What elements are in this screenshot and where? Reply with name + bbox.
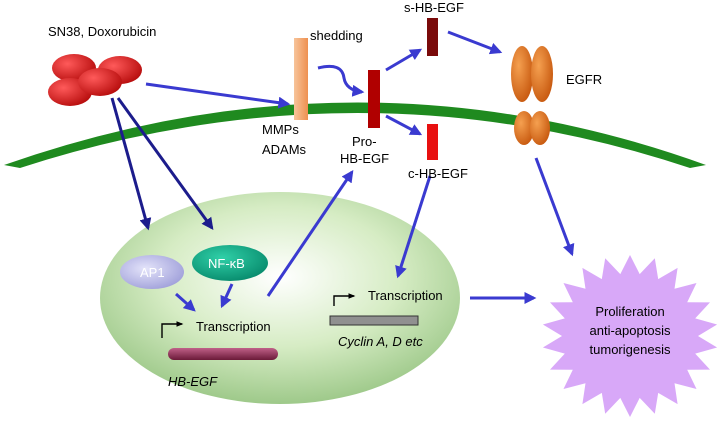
outcome-starburst [542,255,718,417]
s-hbegf-bar [427,18,438,56]
nfkb-label: NF-κB [208,256,245,271]
hbegf-gene-label: HB-EGF [168,374,218,389]
arrow-pro-to-s [385,48,423,72]
mmps-adams-bar [294,38,308,120]
s-hbegf-label: s-HB-EGF [404,0,464,15]
outcome-line3: tumorigenesis [590,342,671,357]
adams-label: ADAMs [262,142,307,157]
drugs-label: SN38, Doxorubicin [48,24,156,39]
ap1-label: AP1 [140,265,165,280]
tss-right [333,293,356,306]
mmps-label: MMPs [262,122,299,137]
nfkb-blob [192,245,268,281]
arrow-s-to-egfr [447,30,503,55]
arrow-ap1-to-transcription [175,292,196,312]
outcome-line1: Proliferation [595,304,664,319]
cyclin-gene-bar [329,315,419,326]
outcome-line2: anti-apoptosis [590,323,671,338]
egfr-label: EGFR [566,72,602,87]
hbegf-label: HB-EGF [340,151,389,166]
c-hbegf-bar [427,124,438,160]
pro-label: Pro- [352,134,377,149]
arrow-egfr-to-outcome [534,157,575,257]
arrow-nfkb-to-transcription [220,283,234,309]
tss-left [161,321,184,338]
c-hbegf-label: c-HB-EGF [408,166,468,181]
hbegf-gene-bar [168,348,278,360]
egfr-receptor [511,46,553,145]
arrow-c-to-transcription [395,175,432,279]
drug-molecules [48,54,142,106]
ap1-blob [120,255,184,289]
arrow-shedding [317,64,365,97]
arrow-drug-to-ap1 [110,97,152,231]
cyclin-label: Cyclin A, D etc [338,334,423,349]
transcription-left-label: Transcription [196,319,271,334]
arrow-pro-to-c [385,114,423,136]
arrow-drug-to-mmps [145,82,291,109]
arrow-nucleus-to-pro [266,170,354,297]
shedding-label: shedding [310,28,363,43]
transcription-right-label: Transcription [368,288,443,303]
arrow-drug-to-nfkb [116,97,214,230]
pro-hbegf-bar [368,70,380,128]
